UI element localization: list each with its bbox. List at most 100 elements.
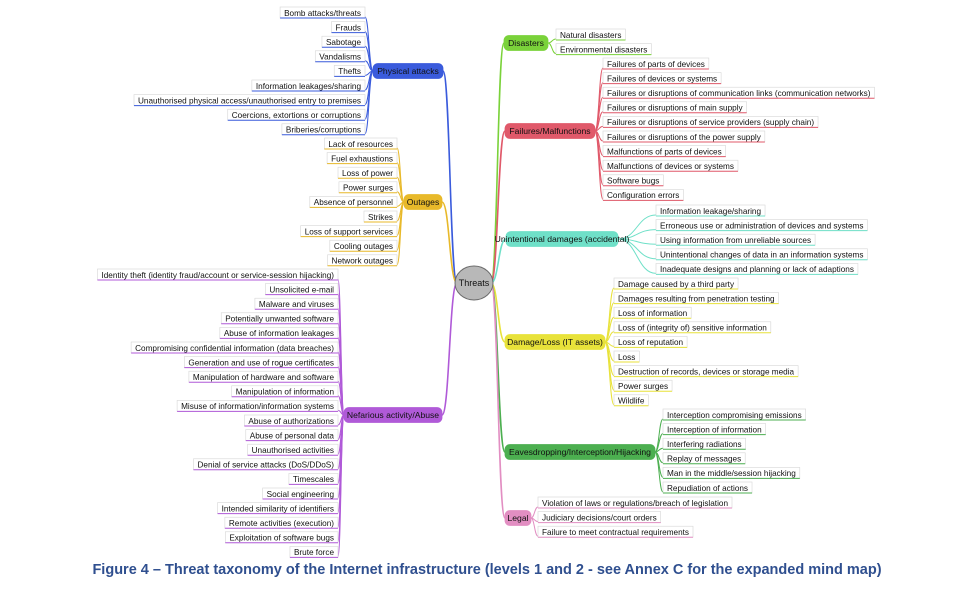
leaf-label: Unauthorised physical access/unauthorise… — [138, 96, 361, 105]
leaf-label: Damages resulting from penetration testi… — [618, 294, 775, 303]
category-label: Outages — [407, 197, 440, 207]
leaf-node: Coercions, extortions or corruptions — [227, 108, 366, 121]
leaf-label: Briberies/corruptions — [286, 126, 361, 135]
category-node-eavesdropping-interception-hijacking: Eavesdropping/Interception/Hijacking — [504, 444, 656, 460]
leaf-label: Timescales — [293, 475, 334, 484]
category-box — [504, 444, 656, 460]
leaf-node: Replay of messages — [662, 452, 746, 465]
leaf-label: Unauthorised activities — [252, 446, 334, 455]
leaf-label: Software bugs — [607, 177, 659, 186]
category-box — [504, 510, 532, 526]
leaf-label: Environmental disasters — [560, 45, 647, 54]
leaf-node: Intended similarity of identifiers — [217, 502, 339, 515]
root-link-legal — [490, 282, 506, 519]
leaf-label: Information leakage/sharing — [660, 207, 761, 216]
leaf-label: Judiciary decisions/court orders — [542, 513, 657, 522]
category-label: Physical attacks — [377, 66, 439, 76]
leaf-node: Brute force — [289, 546, 339, 558]
leaf-label: Replay of messages — [667, 455, 741, 464]
leaf-node: Loss of support services — [300, 225, 398, 238]
leaf-label: Loss of reputation — [618, 338, 684, 347]
leaf-node: Failures of parts of devices — [602, 57, 710, 70]
leaf-label: Denial of service attacks (DoS/DDoS) — [197, 461, 334, 470]
leaf-node: Damages resulting from penetration testi… — [613, 292, 779, 305]
leaf-node: Interception of information — [662, 423, 766, 436]
leaf-label: Sabotage — [326, 38, 362, 47]
leaf-node: Malware and viruses — [254, 297, 339, 310]
leaf-node: Information leakages/sharing — [251, 79, 366, 92]
leaf-node: Man in the middle/session hijacking — [662, 467, 801, 479]
category-box — [372, 63, 444, 79]
leaf-node: Erroneous use or administration of devic… — [655, 219, 868, 232]
leaf-node: Failures or disruptions of main supply — [602, 101, 747, 114]
category-label: Unintentional damages (accidental) — [495, 234, 630, 244]
leaf-node: Wildlife — [613, 394, 649, 407]
leaf-node: Identity theft (identity fraud/account o… — [97, 268, 339, 281]
leaf-link — [364, 16, 374, 72]
category-node-damage-loss-it-assets: Damage/Loss (IT assets) — [504, 334, 606, 350]
leaf-node: Loss of information — [613, 306, 692, 319]
leaf-node: Software bugs — [602, 174, 664, 187]
leaf-node: Interfering radiations — [662, 437, 746, 450]
category-box — [343, 407, 443, 423]
leaf-node: Violation of laws or regulations/breach … — [537, 496, 733, 509]
connector-layer — [337, 16, 664, 557]
leaf-node: Abuse of personal data — [245, 429, 339, 442]
category-node-physical-attacks: Physical attacks — [372, 63, 444, 79]
leaf-label: Lack of resources — [328, 140, 393, 149]
leaf-node: Cooling outages — [329, 239, 398, 252]
leaf-label: Loss of support services — [305, 227, 393, 236]
leaf-node: Thefts — [333, 65, 366, 77]
leaf-node: Environmental disasters — [555, 43, 652, 56]
leaf-node: Remote activities (execution) — [224, 516, 339, 529]
leaf-label: Failures of devices or systems — [607, 74, 717, 83]
leaf-link — [396, 147, 405, 203]
leaf-link — [604, 341, 615, 391]
leaf-node: Frauds — [331, 21, 366, 34]
leaf-label: Vandalisms — [319, 53, 361, 62]
leaf-link — [547, 42, 557, 55]
leaf-node: Vandalisms — [314, 50, 366, 63]
leaf-label: Network outages — [332, 257, 393, 266]
leaf-node: Failures or disruptions of communication… — [602, 86, 875, 99]
leaf-label: Failures or disruptions of the power sup… — [607, 133, 762, 142]
leaf-label: Identity theft (identity fraud/account o… — [101, 271, 334, 280]
leaf-node: Absence of personnel — [309, 196, 398, 208]
leaf-label: Manipulation of information — [236, 388, 335, 397]
leaf-node: Briberies/corruptions — [281, 123, 366, 136]
leaf-label: Exploitation of software bugs — [229, 534, 334, 543]
leaf-node: Unintentional changes of data in an info… — [655, 248, 868, 261]
leaf-node: Loss of power — [337, 166, 398, 179]
category-node-failures-malfunctions: Failures/Malfunctions — [504, 123, 596, 139]
leaf-node: Failures of devices or systems — [602, 72, 722, 85]
figure-caption: Figure 4 – Threat taxonomy of the Intern… — [92, 562, 882, 578]
leaf-link — [654, 451, 664, 493]
category-label: Disasters — [508, 38, 544, 48]
leaf-node: Judiciary decisions/court orders — [537, 511, 661, 524]
root-node: Threats — [454, 265, 494, 301]
leaf-label: Loss of (integrity of) sensitive informa… — [618, 324, 767, 333]
leaf-link — [530, 517, 539, 537]
leaf-node: Interception compromising emissions — [662, 408, 807, 421]
leaf-link — [364, 70, 374, 135]
leaf-label: Wildlife — [618, 397, 645, 406]
leaf-label: Interception of information — [667, 425, 762, 434]
leaf-node: Compromising confidential information (d… — [130, 341, 339, 354]
leaf-node: Failures or disruptions of service provi… — [602, 116, 819, 128]
leaf-label: Strikes — [368, 213, 393, 222]
leaf-label: Using information from unreliable source… — [660, 236, 811, 245]
leaf-label: Power surges — [618, 382, 668, 391]
leaf-label: Generation and use of rogue certificates — [188, 358, 334, 367]
category-box — [505, 231, 619, 247]
category-node-outages: Outages — [403, 194, 443, 210]
leaf-node: Power surges — [338, 181, 398, 194]
leaf-label: Social engineering — [267, 490, 335, 499]
leaf-link — [604, 287, 615, 343]
leaf-link — [530, 506, 539, 519]
branch-nefarious-activity-abuse: Identity theft (identity fraud/account o… — [97, 268, 443, 558]
leaf-label: Failures or disruptions of service provi… — [607, 118, 814, 127]
branch-legal: Violation of laws or regulations/breach … — [504, 496, 733, 538]
